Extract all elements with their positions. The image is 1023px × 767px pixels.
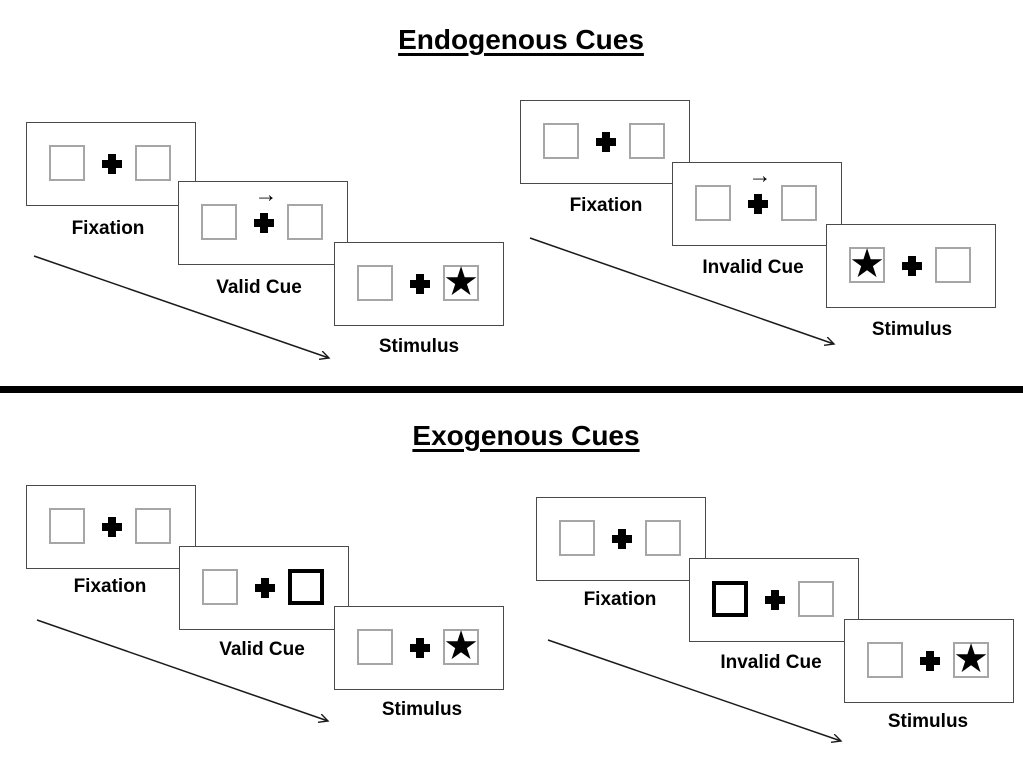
label-valid-cue: Valid Cue xyxy=(216,277,302,298)
label-invalid-cue: Invalid Cue xyxy=(720,652,822,673)
label-fixation: Fixation xyxy=(569,195,643,216)
right-box: ★ xyxy=(953,637,989,681)
section-divider xyxy=(0,386,1023,393)
label-invalid-cue: Invalid Cue xyxy=(702,257,804,278)
panel-endo-invalid-fixation xyxy=(520,100,690,184)
label-fixation: Fixation xyxy=(73,576,147,597)
right-box xyxy=(135,145,171,181)
cue-arrow-icon: → xyxy=(254,181,278,207)
fixation-cross-icon xyxy=(410,638,430,658)
right-box xyxy=(935,247,971,283)
left-box xyxy=(867,642,903,678)
left-box: ★ xyxy=(849,242,885,286)
timeline-arrow-exogenous-valid xyxy=(36,619,328,721)
panel-endo-valid-stimulus: ★ xyxy=(334,242,504,326)
left-box xyxy=(202,569,238,605)
left-box xyxy=(543,123,579,159)
fixation-cross-icon xyxy=(102,154,122,174)
right-box xyxy=(287,204,323,240)
left-box xyxy=(559,520,595,556)
label-stimulus: Stimulus xyxy=(887,711,969,732)
right-box xyxy=(781,185,817,221)
fixation-cross-icon xyxy=(102,517,122,537)
fixation-cross-icon xyxy=(920,651,940,671)
label-stimulus: Stimulus xyxy=(378,336,460,357)
left-box xyxy=(49,145,85,181)
cue-arrow-icon: → xyxy=(748,162,772,188)
fixation-cross-icon xyxy=(255,578,275,598)
label-fixation: Fixation xyxy=(71,218,145,239)
fixation-cross-icon xyxy=(596,132,616,152)
fixation-cross-icon xyxy=(765,590,785,610)
left-box xyxy=(357,629,393,665)
timeline-arrow-endogenous-valid xyxy=(33,255,329,358)
section-title-endogenous: Endogenous Cues xyxy=(398,24,644,55)
panel-exo-invalid-stimulus: ★ xyxy=(844,619,1014,703)
fixation-cross-icon xyxy=(748,194,768,214)
star-icon: ★ xyxy=(849,242,885,286)
right-box: ★ xyxy=(443,624,479,668)
panel-exo-valid-stimulus: ★ xyxy=(334,606,504,690)
right-box xyxy=(798,581,834,617)
left-box xyxy=(201,204,237,240)
fixation-cross-icon xyxy=(902,256,922,276)
label-stimulus: Stimulus xyxy=(871,319,953,340)
panel-exo-valid-cue xyxy=(179,546,349,630)
right-box xyxy=(645,520,681,556)
timeline-arrow-endogenous-invalid xyxy=(529,237,834,344)
right-box xyxy=(629,123,665,159)
label-fixation: Fixation xyxy=(583,589,657,610)
star-icon: ★ xyxy=(953,637,989,681)
section-title-exogenous: Exogenous Cues xyxy=(412,420,640,451)
fixation-cross-icon xyxy=(410,274,430,294)
panel-exo-invalid-cue xyxy=(689,558,859,642)
label-stimulus: Stimulus xyxy=(381,699,463,720)
panel-exo-invalid-fixation xyxy=(536,497,706,581)
left-box-highlighted xyxy=(712,581,748,617)
left-box xyxy=(49,508,85,544)
fixation-cross-icon xyxy=(254,213,274,233)
panel-exo-valid-fixation xyxy=(26,485,196,569)
fixation-cross-icon xyxy=(612,529,632,549)
panel-endo-invalid-cue: → xyxy=(672,162,842,246)
panel-endo-valid-fixation xyxy=(26,122,196,206)
right-box-highlighted xyxy=(288,569,324,605)
left-box xyxy=(695,185,731,221)
star-icon: ★ xyxy=(443,624,479,668)
right-box: ★ xyxy=(443,260,479,304)
panel-endo-valid-cue: → xyxy=(178,181,348,265)
label-valid-cue: Valid Cue xyxy=(219,639,305,660)
panel-endo-invalid-stimulus: ★ xyxy=(826,224,996,308)
star-icon: ★ xyxy=(443,260,479,304)
right-box xyxy=(135,508,171,544)
left-box xyxy=(357,265,393,301)
